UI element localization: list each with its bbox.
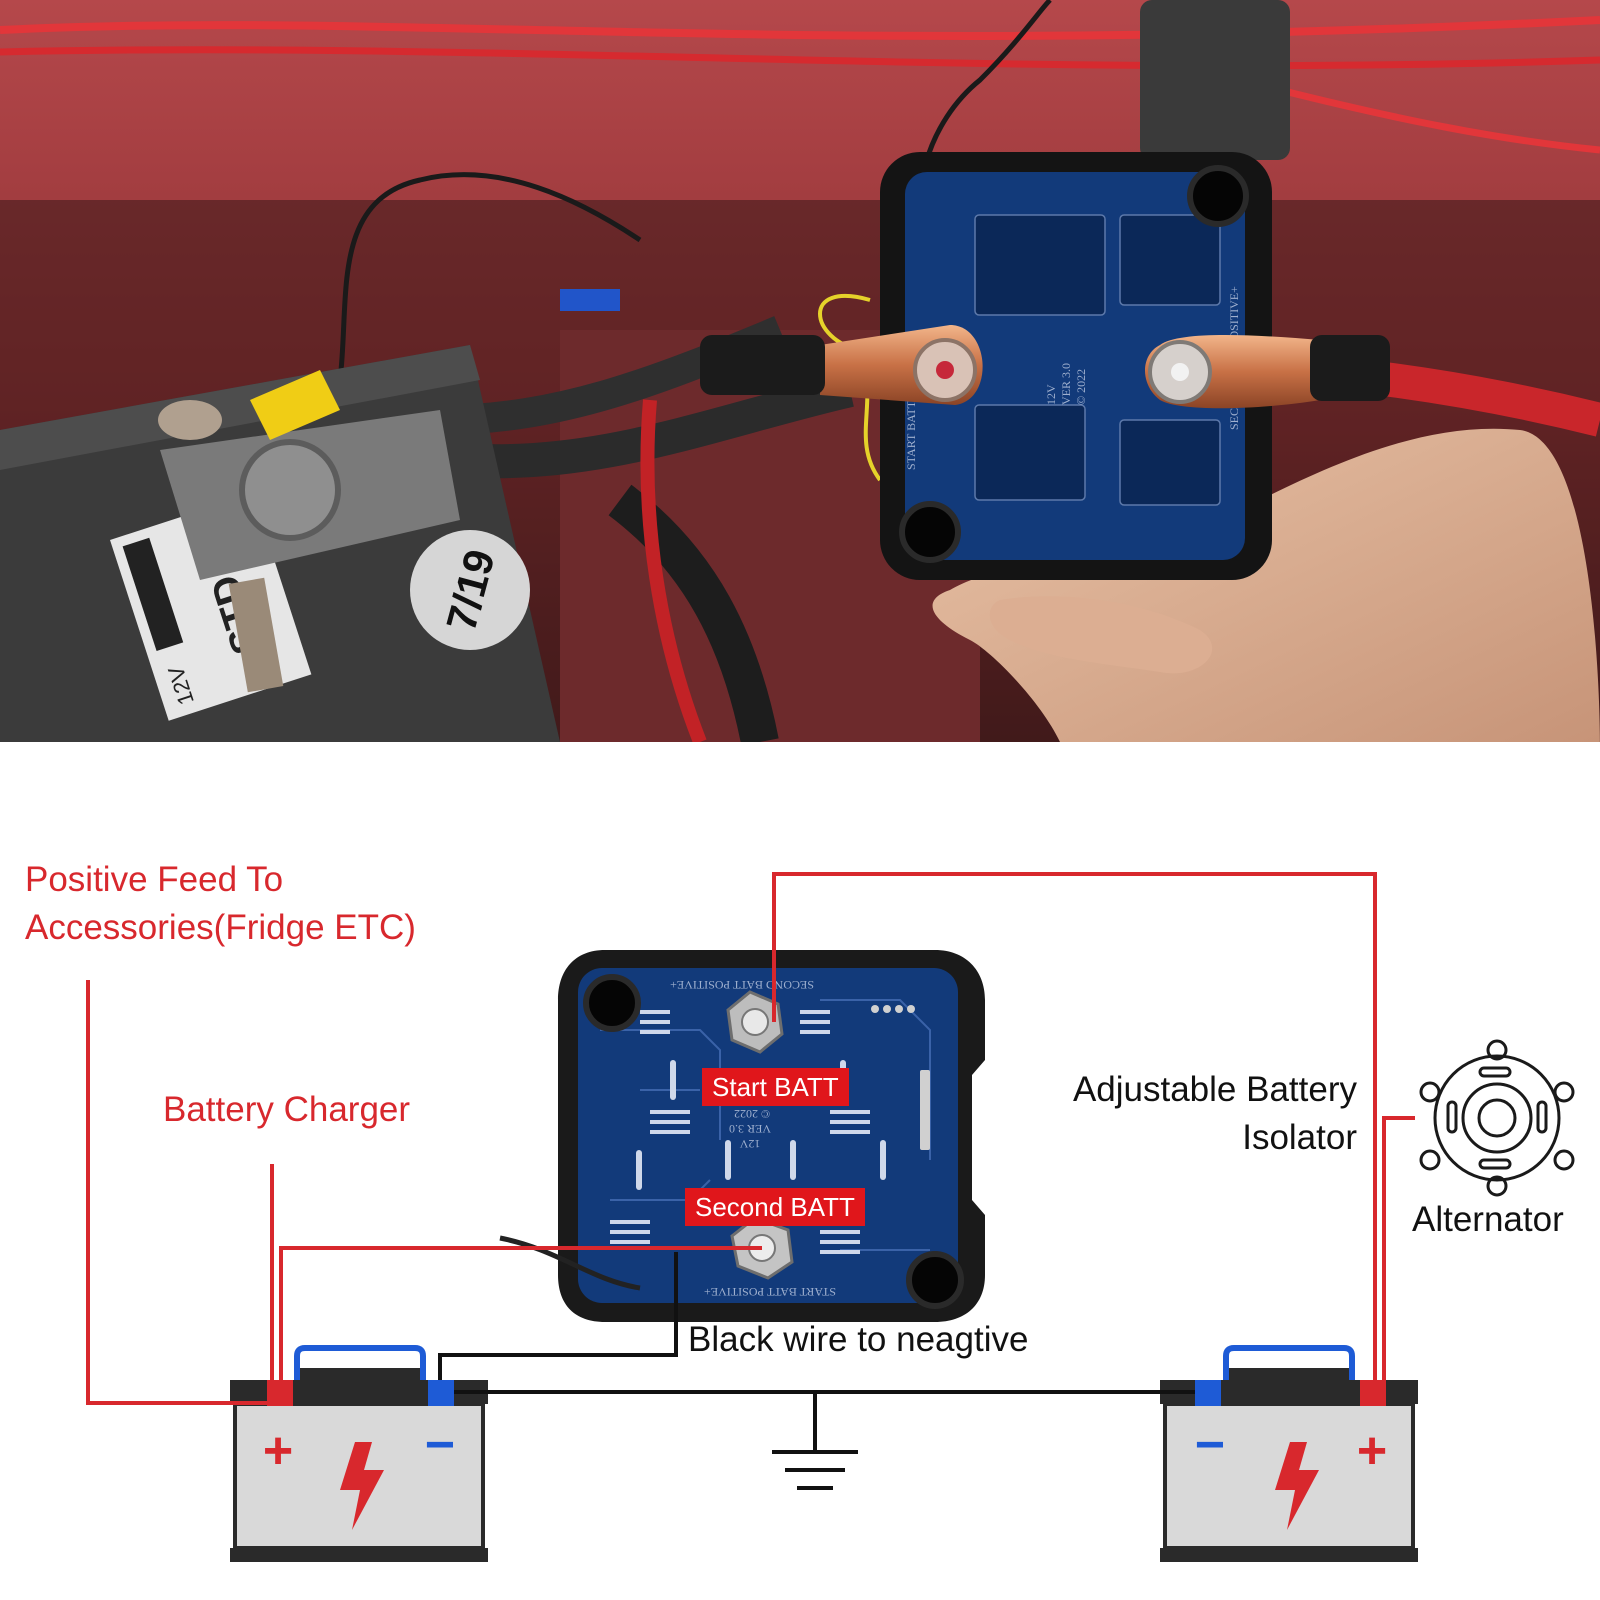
red-wire bbox=[0, 46, 1600, 70]
pcb-bottom-text: START BATT POSITIVE+ bbox=[704, 1285, 836, 1299]
lightning-bolt-icon bbox=[340, 1442, 384, 1530]
terminal-stud-left bbox=[936, 361, 954, 379]
mount-hole bbox=[1187, 165, 1249, 227]
left-battery-plus-symbol: + bbox=[263, 1422, 293, 1480]
right-battery-negative-terminal bbox=[1195, 1380, 1221, 1406]
second-batt-tag: Second BATT bbox=[685, 1188, 865, 1226]
right-battery-minus-symbol: − bbox=[1195, 1416, 1225, 1474]
right-battery-plus-symbol: + bbox=[1357, 1422, 1387, 1480]
pcb-connector-pins bbox=[871, 1005, 930, 1150]
rubber-bracket bbox=[1140, 0, 1290, 160]
mount-hole-top-left bbox=[583, 974, 641, 1032]
red-cable bbox=[640, 399, 707, 742]
pcb-top-text: SECOND BATT POSITIVE+ bbox=[670, 978, 814, 992]
left-battery-negative-terminal bbox=[428, 1380, 454, 1406]
yellow-connector bbox=[250, 370, 340, 440]
thumb bbox=[989, 596, 1213, 674]
black-cable bbox=[458, 373, 854, 479]
start-batt-terminal bbox=[726, 990, 784, 1054]
battery-charger-label: Battery Charger bbox=[163, 1090, 411, 1129]
heat-shrink-left bbox=[700, 335, 825, 395]
red-wire bbox=[1279, 86, 1600, 154]
date-sticker: 7/19 bbox=[410, 530, 530, 650]
right-battery: − + bbox=[1160, 1345, 1418, 1562]
ring-terminal bbox=[158, 400, 222, 440]
isolator-label-line1: Adjustable Battery bbox=[1072, 1070, 1357, 1109]
start-batt-wire bbox=[772, 872, 1377, 1380]
isolator-device: SECOND BATT POSITIVE+ START BATT POSITIV… bbox=[558, 950, 985, 1322]
pcb-version-text: VER 3.0 bbox=[1059, 363, 1073, 405]
pcb-start-batt-text: START BATT bbox=[904, 400, 918, 470]
pcb-year-text: © 2022 bbox=[1074, 369, 1088, 405]
alternator-icon bbox=[1419, 1039, 1575, 1197]
pcb-vent-slots bbox=[974, 214, 1221, 506]
mount-hole-bottom-right bbox=[906, 1251, 964, 1309]
red-wires bbox=[86, 872, 1415, 1405]
pcb-voltage-text: 12V bbox=[739, 1137, 760, 1151]
isolator-label-line2: Isolator bbox=[1242, 1118, 1357, 1157]
terminal-stud-right bbox=[1171, 363, 1189, 381]
ground-symbol-icon bbox=[772, 1392, 858, 1490]
heat-shrink-right bbox=[1310, 335, 1390, 401]
isolator-lead-wire bbox=[499, 1235, 641, 1291]
left-battery-minus-symbol: − bbox=[425, 1416, 455, 1474]
alternator-wire bbox=[1382, 1116, 1415, 1380]
positive-feed-label-line2: Accessories(Fridge ETC) bbox=[25, 908, 416, 947]
installation-photo: STD 12V 7/19 START BATT SECOND BATT POSI… bbox=[0, 0, 1600, 742]
clamp-bolt bbox=[239, 439, 341, 541]
lightning-bolt-icon bbox=[1275, 1442, 1319, 1530]
pcb-version-text: VER 3.0 bbox=[729, 1122, 771, 1136]
positive-feed-label-line1: Positive Feed To bbox=[25, 860, 284, 899]
left-battery-positive-terminal bbox=[267, 1380, 293, 1406]
black-wires bbox=[438, 1235, 1195, 1394]
clamp-screw bbox=[228, 577, 284, 693]
battery-top-edge bbox=[0, 345, 480, 470]
second-batt-wire bbox=[279, 1246, 762, 1380]
accessories-feed-wire bbox=[86, 980, 267, 1405]
black-thin-wire bbox=[337, 172, 642, 381]
start-batt-tag: Start BATT bbox=[702, 1068, 849, 1106]
mount-hole bbox=[899, 501, 961, 563]
black-wire-label: Black wire to neagtive bbox=[688, 1320, 1029, 1359]
left-battery: + − bbox=[230, 1345, 488, 1562]
wiring-diagram: SECOND BATT POSITIVE+ START BATT POSITIV… bbox=[0, 742, 1600, 1600]
right-battery-positive-terminal bbox=[1360, 1380, 1386, 1406]
hand bbox=[932, 428, 1600, 742]
pcb-voltage-text: 12V bbox=[1044, 384, 1058, 405]
pcb-year-text: © 2022 bbox=[734, 1107, 770, 1121]
isolator-negative-wire bbox=[438, 1252, 678, 1380]
alternator-label: Alternator bbox=[1412, 1200, 1564, 1239]
